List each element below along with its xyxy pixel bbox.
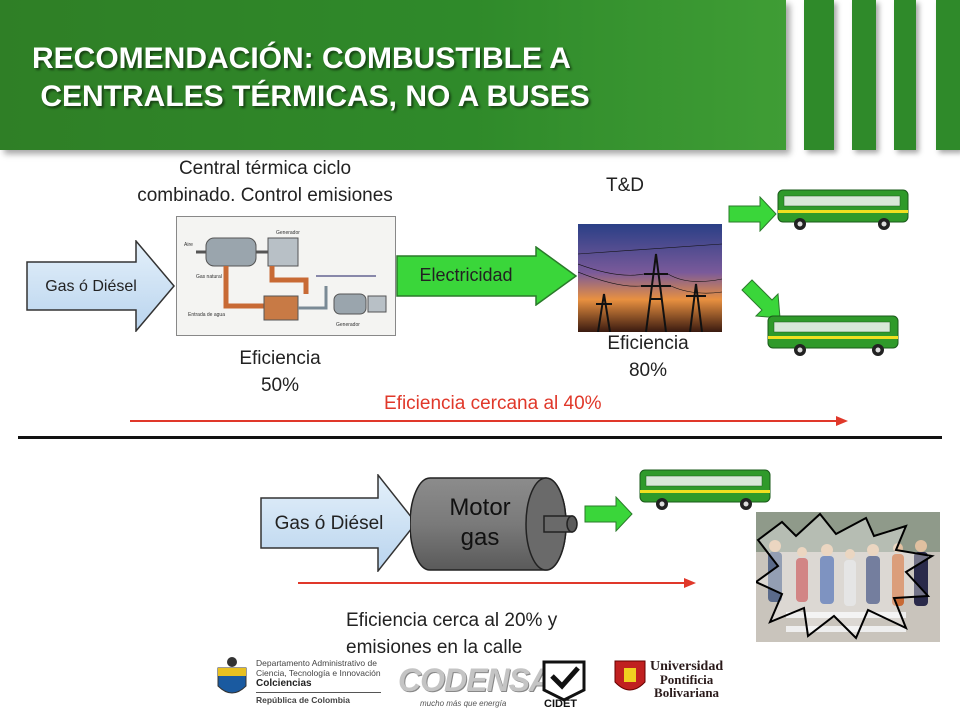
gas-diesel-arrow: [26, 240, 175, 332]
electric-bus-lower: [767, 315, 899, 356]
bus-arrow-bottom: [584, 496, 633, 532]
svg-text:Gas natural: Gas natural: [196, 274, 222, 280]
section-divider: [18, 436, 942, 439]
overall-efficiency-arrow: [130, 416, 848, 426]
gas-diesel-arrow-bottom: [260, 474, 417, 572]
header-stripe: [852, 0, 876, 150]
gas-motor-cylinder: [410, 477, 578, 571]
codensa-tagline: mucho más que energía: [420, 699, 507, 708]
bus-arrow-lower: [741, 279, 781, 319]
overall-efficiency-label: Eficiencia cercana al 40%: [384, 393, 602, 414]
combined-cycle-diagram: Aire Generador Gas natural Entrada de ag…: [176, 216, 396, 336]
header-stripe: [894, 0, 916, 150]
svg-text:Generador: Generador: [276, 230, 300, 236]
electric-bus-upper: [777, 189, 909, 230]
colombia-coat-of-arms-logo: [217, 657, 247, 694]
transmission-towers-image: [578, 224, 722, 332]
upb-logo-text: Universidad Pontificia Bolivariana: [650, 659, 724, 700]
header-band: [0, 0, 786, 150]
bus-arrow-upper: [728, 196, 777, 232]
svg-text:Aire: Aire: [184, 242, 193, 248]
bottom-efficiency-arrow: [298, 578, 696, 588]
electricity-label: Electricidad: [419, 265, 513, 285]
input-label-bottom: Gas ó Diésel: [274, 513, 384, 534]
svg-text:Generador: Generador: [336, 322, 360, 328]
codensa-logo: CODENSA: [398, 662, 552, 698]
street-pedestrians-image: [756, 512, 940, 642]
td-label: T&D: [606, 175, 644, 196]
input-label: Gas ó Diésel: [45, 278, 137, 295]
upb-shield-logo: [614, 660, 646, 691]
electricity-arrow: [396, 246, 578, 306]
cidet-logo-mark: [542, 660, 586, 702]
slide-title: RECOMENDACIÓN: COMBUSTIBLE A CENTRALES T…: [32, 42, 590, 113]
header-stripe: [804, 0, 834, 150]
gas-bus: [639, 469, 771, 510]
svg-text:Entrada de agua: Entrada de agua: [188, 312, 225, 318]
colciencias-logo-text: Departamento Administrativo de Ciencia, …: [256, 658, 381, 705]
cidet-logo-text: CIDET: [544, 698, 577, 710]
header-stripe: [936, 0, 960, 150]
